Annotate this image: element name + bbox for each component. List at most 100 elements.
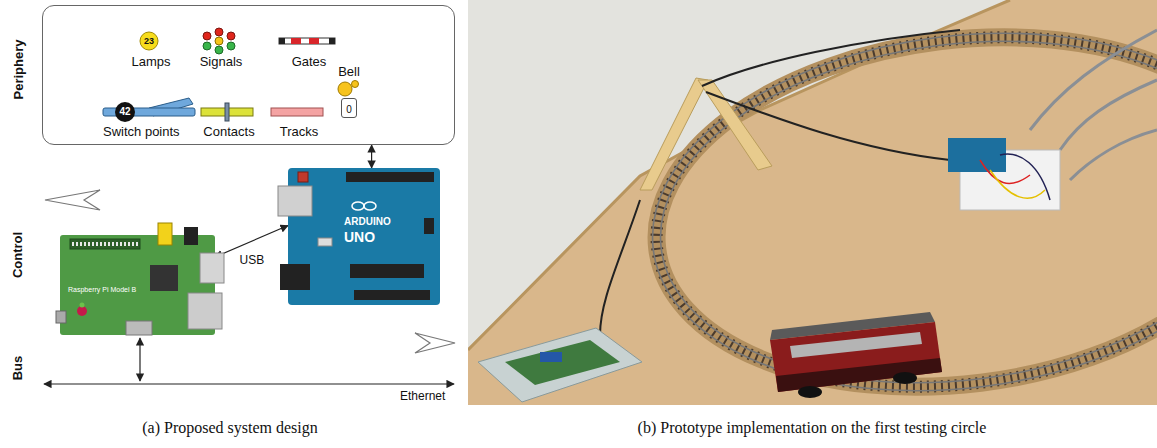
pin-header (346, 172, 434, 182)
hollow-arrow (415, 333, 455, 353)
video-jack (158, 223, 172, 245)
usb-port (200, 253, 224, 283)
arduino-logo (352, 202, 364, 210)
signal-light (227, 32, 235, 40)
track-item: Tracks (269, 98, 329, 139)
icsp-header (424, 218, 434, 234)
contact-item-symbol (197, 98, 257, 124)
gate-bar (279, 38, 335, 44)
train-frame (776, 358, 942, 392)
signal-item-symbol (191, 28, 247, 54)
item-caption: Switch points (101, 124, 203, 139)
signal-light (215, 37, 223, 45)
gpio-header (70, 239, 140, 249)
sleepers (636, 4, 1157, 405)
gate-stripe (309, 38, 319, 44)
pi-parts (60, 235, 215, 335)
oval-track (632, 0, 1157, 405)
bus-link (139, 338, 140, 381)
reset-button (298, 172, 308, 182)
cable (702, 30, 960, 86)
crystal (318, 238, 332, 246)
connector-label: USB (238, 253, 267, 267)
hdmi-port (126, 321, 152, 335)
usb-port (278, 186, 312, 216)
item-number: 42 (111, 105, 139, 119)
board-print: ARDUINO (344, 216, 391, 228)
bell-counter: 0 (341, 98, 357, 118)
signal-light (203, 42, 211, 50)
wall (468, 0, 1157, 405)
hollow-arrow (45, 190, 100, 210)
board-edge (468, 0, 1010, 350)
connector-arrow (215, 226, 288, 257)
power-jack (280, 264, 310, 290)
train-wheels (798, 386, 822, 398)
switch-point-item-symbol (101, 98, 197, 124)
prototype-photo (468, 0, 1157, 405)
signal-light (203, 32, 211, 40)
cable (1060, 80, 1157, 150)
jumper-wire (1000, 154, 1050, 200)
bell-clapper (352, 81, 359, 88)
row-heading: Control (10, 232, 26, 278)
lamp-item: 23Lamps (121, 28, 181, 69)
connector-arrow (371, 145, 372, 168)
ethernet-port (188, 293, 222, 329)
gpio-pins (72, 242, 138, 246)
train-body (770, 322, 942, 392)
rail (632, 0, 1157, 405)
cable (1070, 130, 1157, 180)
gate-end (279, 38, 285, 44)
subfigure-caption: (a) Proposed system design (142, 418, 318, 437)
gate-item-symbol (275, 28, 339, 54)
gate-item: Gates (275, 28, 343, 69)
board-print: Raspberry Pi Model B (68, 285, 136, 294)
jumper-wire (980, 160, 1030, 183)
pi-part (540, 352, 562, 362)
microcontroller (350, 264, 424, 278)
row-heading: Periphery (12, 39, 27, 99)
item-caption: Contacts (197, 124, 261, 139)
row-heading: Bus (10, 356, 26, 381)
item-caption: Tracks (269, 124, 329, 139)
pi-board-in-photo (505, 340, 620, 385)
audio-jack (184, 227, 198, 245)
pi-case (478, 328, 642, 402)
item-caption: Signals (191, 54, 251, 69)
track-bar (271, 108, 323, 116)
track-item-symbol (269, 98, 325, 124)
item-caption: Lamps (121, 54, 181, 69)
item-caption: Gates (275, 54, 343, 69)
periphery-box: Periphery23LampsSignalsGates42Switch poi… (42, 5, 455, 145)
signal-item: Signals (191, 28, 251, 69)
soc-chip (150, 265, 178, 291)
train-windows (790, 332, 922, 358)
cable (600, 200, 640, 335)
cable (706, 92, 950, 160)
arduino-logo (364, 202, 376, 210)
rail (641, 9, 1157, 405)
bell-count: 0 (346, 104, 352, 115)
arduino-in-photo (948, 138, 1006, 172)
raspberry-logo-leaf (80, 303, 85, 308)
ballast (636, 4, 1157, 405)
power-port (56, 311, 66, 323)
contact-slider (225, 103, 229, 121)
item-caption: Bell (327, 64, 371, 79)
contact-item: Contacts (197, 98, 261, 139)
bus-label: Ethernet (400, 389, 445, 404)
jumper-wire (990, 170, 1045, 198)
arduino-board: ARDUINOUNO (288, 168, 440, 305)
signal-light (215, 46, 223, 54)
bell-dome (338, 82, 352, 96)
signal-light (215, 28, 223, 36)
raspberry-pi-board: Raspberry Pi Model B (60, 235, 215, 335)
item-number: 23 (135, 34, 163, 48)
board-print: UNO (344, 229, 375, 245)
gate-stripe (291, 38, 301, 44)
signal-light (227, 42, 235, 50)
